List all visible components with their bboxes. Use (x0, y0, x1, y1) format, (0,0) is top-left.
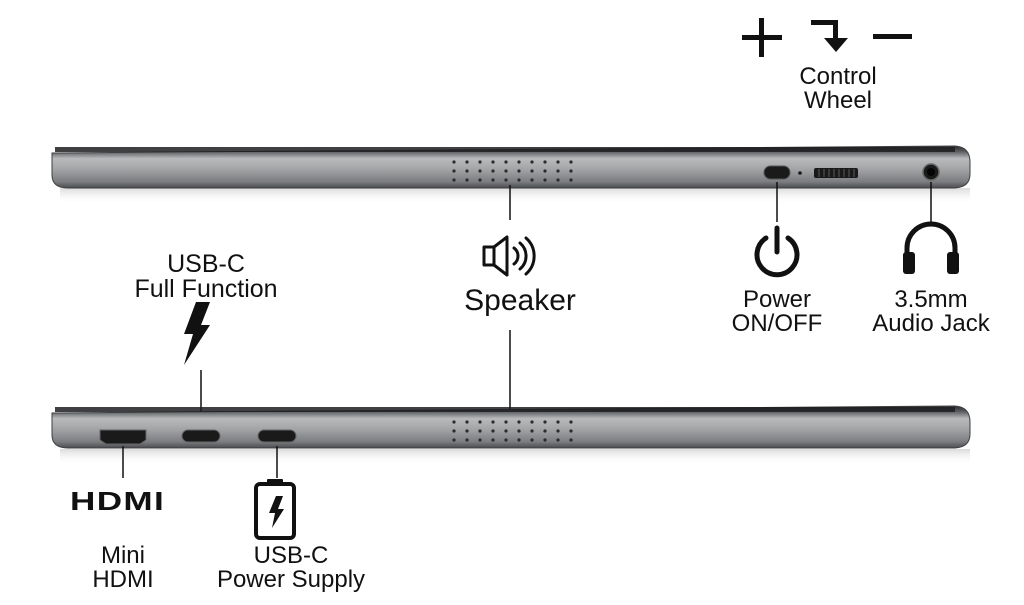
audio-jack-label-line1: 3.5mm (894, 286, 968, 313)
power-label-line1: Power (742, 286, 812, 313)
control-wheel-label-line2: Wheel (803, 87, 873, 114)
lightning-icon (184, 302, 210, 365)
charging-icon (254, 479, 296, 540)
power-label: Power ON/OFF (712, 288, 842, 336)
mini-hdmi-port (99, 429, 147, 445)
control-wheel-label: Control Wheel (780, 65, 896, 113)
power-icon (754, 225, 800, 278)
speaker-icon (482, 235, 536, 277)
usbc-power-label-line1: USB-C (253, 542, 329, 569)
usbc-full-port (181, 429, 221, 443)
usbc-power-label: USB-C Power Supply (196, 544, 386, 592)
mini-hdmi-label-line2: HDMI (92, 566, 154, 593)
usbc-power-label-line2: Power Supply (216, 566, 366, 593)
power-led (798, 171, 802, 175)
press-arrow-icon (811, 20, 848, 52)
speaker-grille-bottom (452, 420, 573, 442)
speaker-label: Speaker (440, 286, 600, 316)
minus-icon (873, 34, 912, 39)
control-wheel-ridges (818, 169, 855, 177)
control-wheel-label-line1: Control (799, 63, 877, 90)
speaker-grille-top (452, 160, 573, 182)
usbc-full-label: USB-C Full Function (116, 252, 296, 302)
headphones-icon (903, 221, 959, 274)
power-button (763, 165, 791, 180)
power-label-line2: ON/OFF (731, 310, 823, 337)
device-bottom-edge (51, 405, 971, 465)
hdmi-logo-text: HDMI (70, 486, 166, 516)
hdmi-logo: HDMI (70, 486, 165, 517)
audio-jack-label-line2: Audio Jack (872, 310, 990, 337)
audio-jack-label: 3.5mm Audio Jack (856, 288, 1006, 336)
speaker-label-text: Speaker (464, 284, 576, 317)
usbc-full-label-line1: USB-C (167, 250, 245, 278)
usbc-power-port (257, 429, 297, 443)
control-wheel (814, 168, 858, 178)
plus-icon (742, 18, 782, 57)
usbc-full-label-line2: Full Function (134, 275, 278, 303)
mini-hdmi-label: Mini HDMI (70, 544, 176, 592)
device-top-edge (51, 145, 971, 204)
mini-hdmi-label-line1: Mini (100, 542, 145, 569)
